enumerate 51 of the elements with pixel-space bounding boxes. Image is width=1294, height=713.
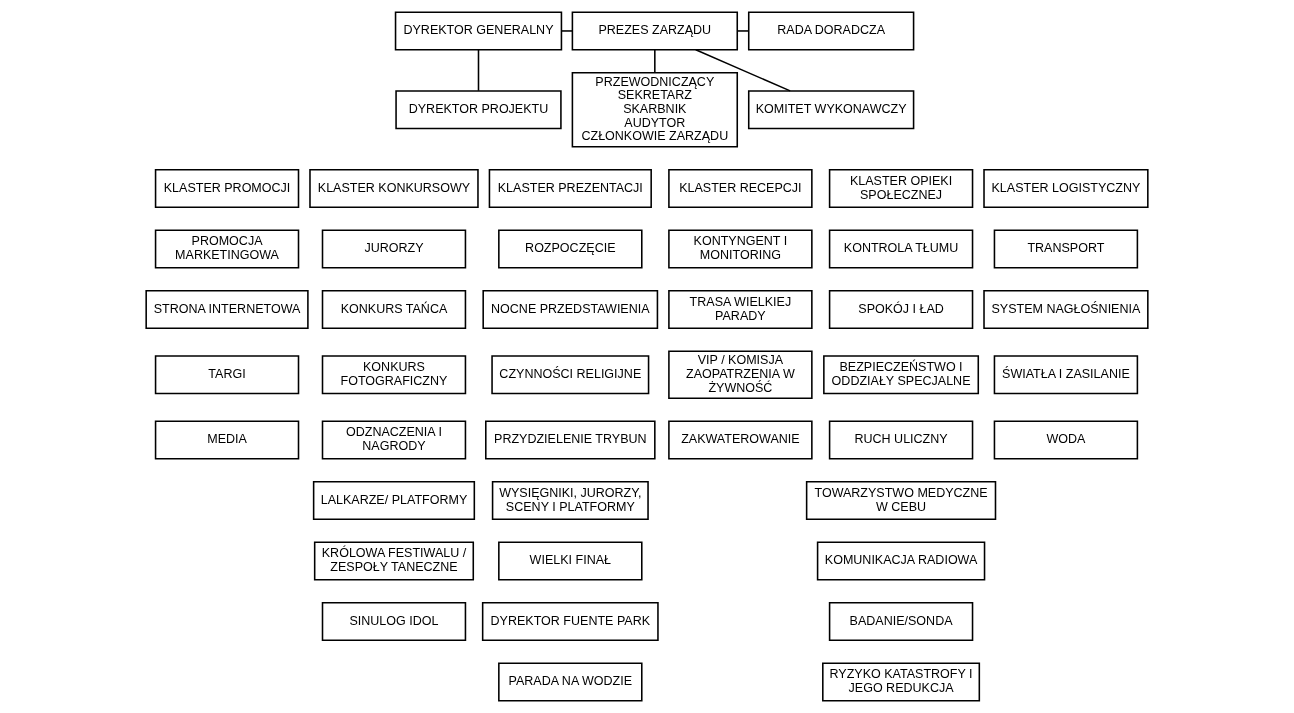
node-box: RYZYKO KATASTROFY I JEGO REDUKCJA	[822, 662, 981, 702]
node-box: STRONA INTERNETOWA	[145, 290, 309, 330]
connector	[654, 49, 656, 74]
connector	[736, 30, 750, 32]
node-box: TRASA WIELKIEJ PARADY	[668, 290, 813, 330]
node-box: SINULOG IDOL	[321, 601, 467, 642]
node-box: KONTROLA TŁUMU	[828, 229, 974, 269]
node-box: KOMITET WYKONAWCZY	[747, 90, 915, 130]
node-box: DYREKTOR FUENTE PARK	[481, 601, 659, 642]
node-box: KLASTER LOGISTYCZNY	[983, 168, 1149, 209]
node-box: SPOKÓJ I ŁAD	[828, 290, 974, 330]
node-box: PARADA NA WODZIE	[498, 662, 643, 702]
connector	[477, 49, 480, 92]
node-box: ZAKWATEROWANIE	[668, 420, 813, 460]
node-box: MEDIA	[154, 420, 300, 460]
node-box: KLASTER OPIEKI SPOŁECZNEJ	[828, 168, 974, 209]
node-box: ROZPOCZĘCIE	[498, 229, 643, 269]
node-box: RUCH ULICZNY	[828, 420, 974, 460]
node-box: NOCNE PRZEDSTAWIENIA	[482, 290, 659, 330]
node-box: SYSTEM NAGŁOŚNIENIA	[983, 290, 1149, 330]
node-box: JURORZY	[321, 229, 467, 269]
node-box: RADA DORADCZA	[747, 11, 915, 51]
node-box: CZYNNOŚCI RELIGIJNE	[491, 355, 650, 395]
node-box: BEZPIECZEŃSTWO I ODDZIAŁY SPECJALNE	[823, 355, 980, 395]
connector	[560, 30, 573, 32]
node-box: DYREKTOR PROJEKTU	[395, 90, 562, 130]
node-box: KLASTER PREZENTACJI	[488, 168, 652, 209]
node-box: KLASTER KONKURSOWY	[309, 168, 479, 209]
node-box: KONTYNGENT I MONITORING	[668, 229, 813, 269]
node-box: KRÓLOWA FESTIWALU / ZESPOŁY TANECZNE	[313, 541, 475, 581]
node-box: PRZEWODNICZĄCY SEKRETARZ SKARBNIK AUDYTOR CZŁONKOWIE ZARZĄDU	[571, 71, 739, 148]
node-box: KLASTER PROMOCJI	[154, 168, 300, 209]
node-box: TARGI	[154, 355, 300, 395]
node-box: WYSIĘGNIKI, JURORZY, SCENY I PLATFORMY	[491, 480, 649, 521]
node-box: WIELKI FINAŁ	[498, 541, 643, 581]
node-box: BADANIE/SONDA	[828, 601, 974, 642]
node-box: VIP / KOMISJA ZAOPATRZENIA W ŻYWNOŚĆ	[668, 350, 813, 400]
node-box: TOWARZYSTWO MEDYCZNE W CEBU	[805, 480, 997, 521]
node-box: KLASTER RECEPCJI	[668, 168, 813, 209]
node-box: PREZES ZARZĄDU	[571, 11, 739, 51]
node-box: PRZYDZIELENIE TRYBUN	[485, 420, 656, 460]
node-box: DYREKTOR GENERALNY	[394, 11, 563, 51]
node-box: ŚWIATŁA I ZASILANIE	[993, 355, 1139, 395]
node-box: KONKURS TAŃCA	[321, 290, 467, 330]
node-box: KOMUNIKACJA RADIOWA	[816, 541, 986, 581]
node-box: WODA	[993, 420, 1139, 460]
node-box: TRANSPORT	[993, 229, 1139, 269]
node-box: LALKARZE/ PLATFORMY	[312, 480, 476, 521]
node-box: PROMOCJA MARKETINGOWA	[154, 229, 300, 269]
node-box: ODZNACZENIA I NAGRODY	[321, 420, 467, 460]
node-box: KONKURS FOTOGRAFICZNY	[321, 355, 467, 395]
